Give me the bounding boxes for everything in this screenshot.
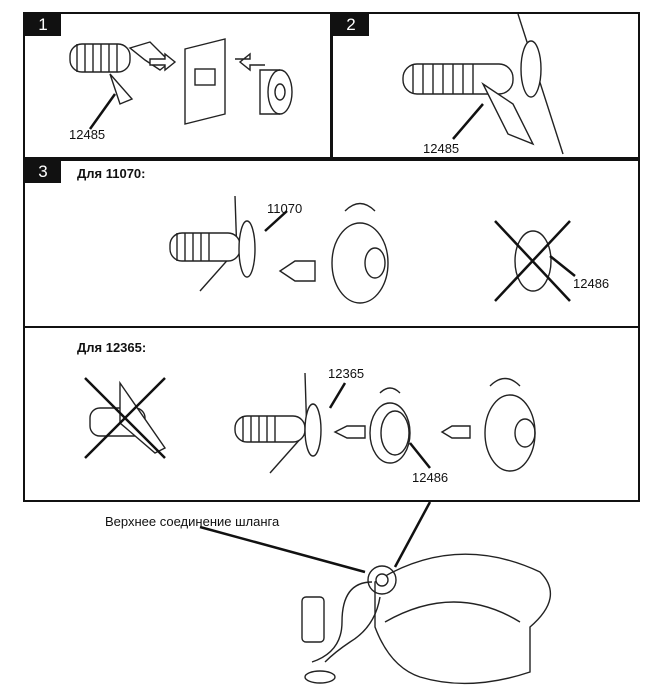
overview-caption: Верхнее соединение шланга: [105, 514, 280, 529]
step-number: 1: [25, 14, 61, 36]
pointer-arrow: [88, 93, 117, 130]
part-label: 11070: [267, 201, 303, 216]
rotate-arrow-icon: [344, 202, 376, 212]
step-3b-panel: Для 12365: 12365 12486: [23, 326, 640, 502]
ring-label: 12486: [412, 470, 449, 485]
pool-overview: Верхнее соединение шланга: [0, 502, 654, 700]
rotate-arrow-icon: [489, 377, 521, 387]
section-heading: Для 12365:: [77, 340, 147, 355]
connector-11070-icon: [238, 220, 256, 278]
arrow-left-icon: [333, 425, 366, 439]
pool-icon: [374, 553, 552, 685]
section-heading: Для 11070:: [77, 166, 146, 181]
arrow-left-icon: [278, 260, 316, 282]
strainer-icon: [484, 394, 536, 472]
crossed-clamp-icon: [84, 377, 167, 459]
hose-icon: [69, 41, 172, 105]
step-number: 3: [25, 161, 61, 183]
hose-attach-illustration: [69, 38, 293, 130]
connector-12365-icon: [304, 403, 322, 457]
step-3-panel: 3 Для 11070: 11070 12486: [23, 159, 640, 328]
crossed-part-label: 12486: [573, 276, 610, 291]
part-label: 12365: [328, 366, 365, 381]
part-label: 12485: [423, 141, 460, 156]
strainer-install-illustration: [169, 195, 576, 304]
hose-clamp-illustration: [402, 14, 564, 155]
step-number: 2: [333, 14, 369, 36]
pump-icon: [301, 596, 325, 643]
step-2-panel: 2 12485: [331, 12, 640, 159]
part-label: 12485: [69, 127, 106, 142]
step-1-panel: 1 12485: [23, 12, 332, 159]
ring-12486-icon: [369, 402, 411, 464]
arrow-right-icon: [149, 52, 177, 72]
strainer-icon: [267, 69, 293, 115]
strainer-install-alt-illustration: [84, 372, 536, 474]
strainer-icon: [331, 222, 389, 304]
pool-pump-illustration: [199, 502, 552, 685]
